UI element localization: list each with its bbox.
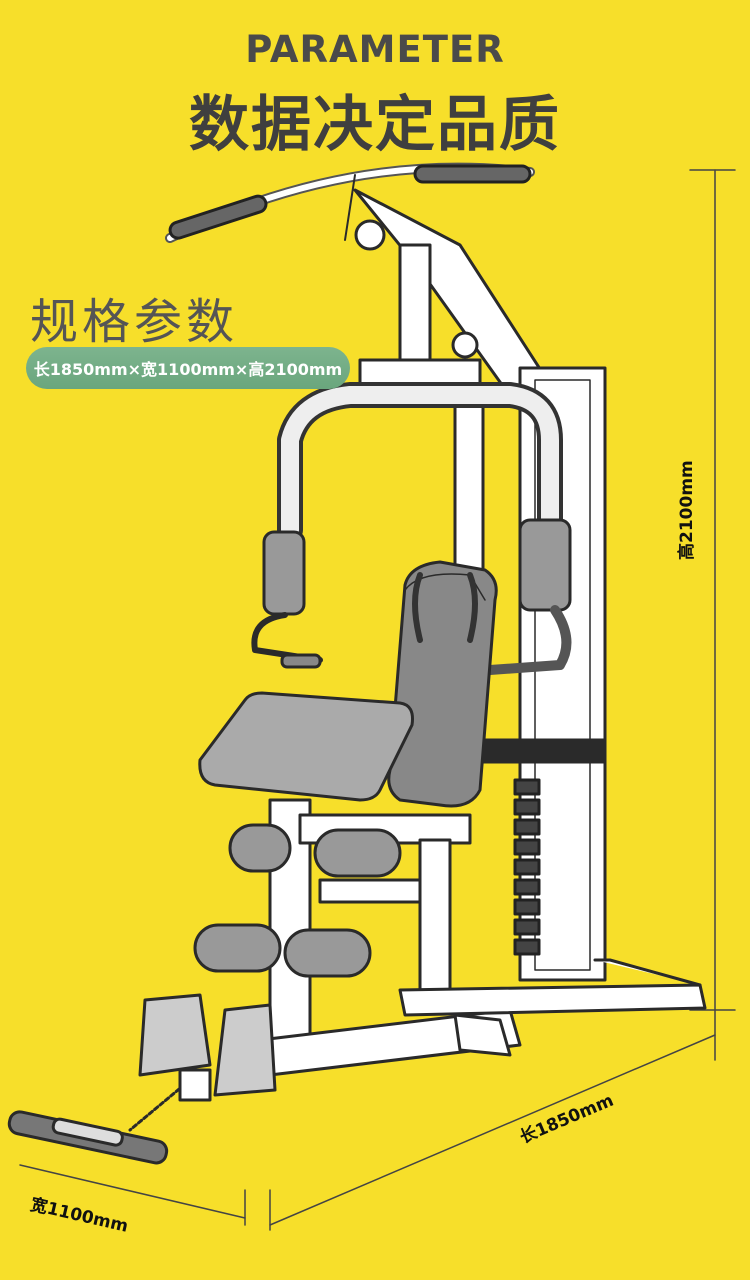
title-english: PARAMETER (245, 28, 505, 71)
ankle-handle (7, 1068, 212, 1165)
height-label: 高2100mm (677, 460, 697, 560)
lat-bar (165, 162, 535, 243)
leg-rollers (193, 823, 402, 978)
seat-pad (198, 691, 414, 802)
height-dimension-line (689, 169, 736, 1011)
weight-plates (513, 778, 541, 956)
base-frame (258, 958, 707, 1077)
width-dimension-line (19, 1164, 246, 1226)
spec-title: 规格参数 (30, 294, 239, 350)
foot-plates (138, 993, 277, 1097)
spec-dimensions-badge: 长1850mm×宽1100mm×高2100mm (26, 347, 350, 389)
press-arms (251, 382, 572, 675)
back-pad (387, 560, 498, 808)
length-dimension-line (269, 1009, 716, 1231)
title-chinese: 数据决定品质 (189, 90, 561, 160)
